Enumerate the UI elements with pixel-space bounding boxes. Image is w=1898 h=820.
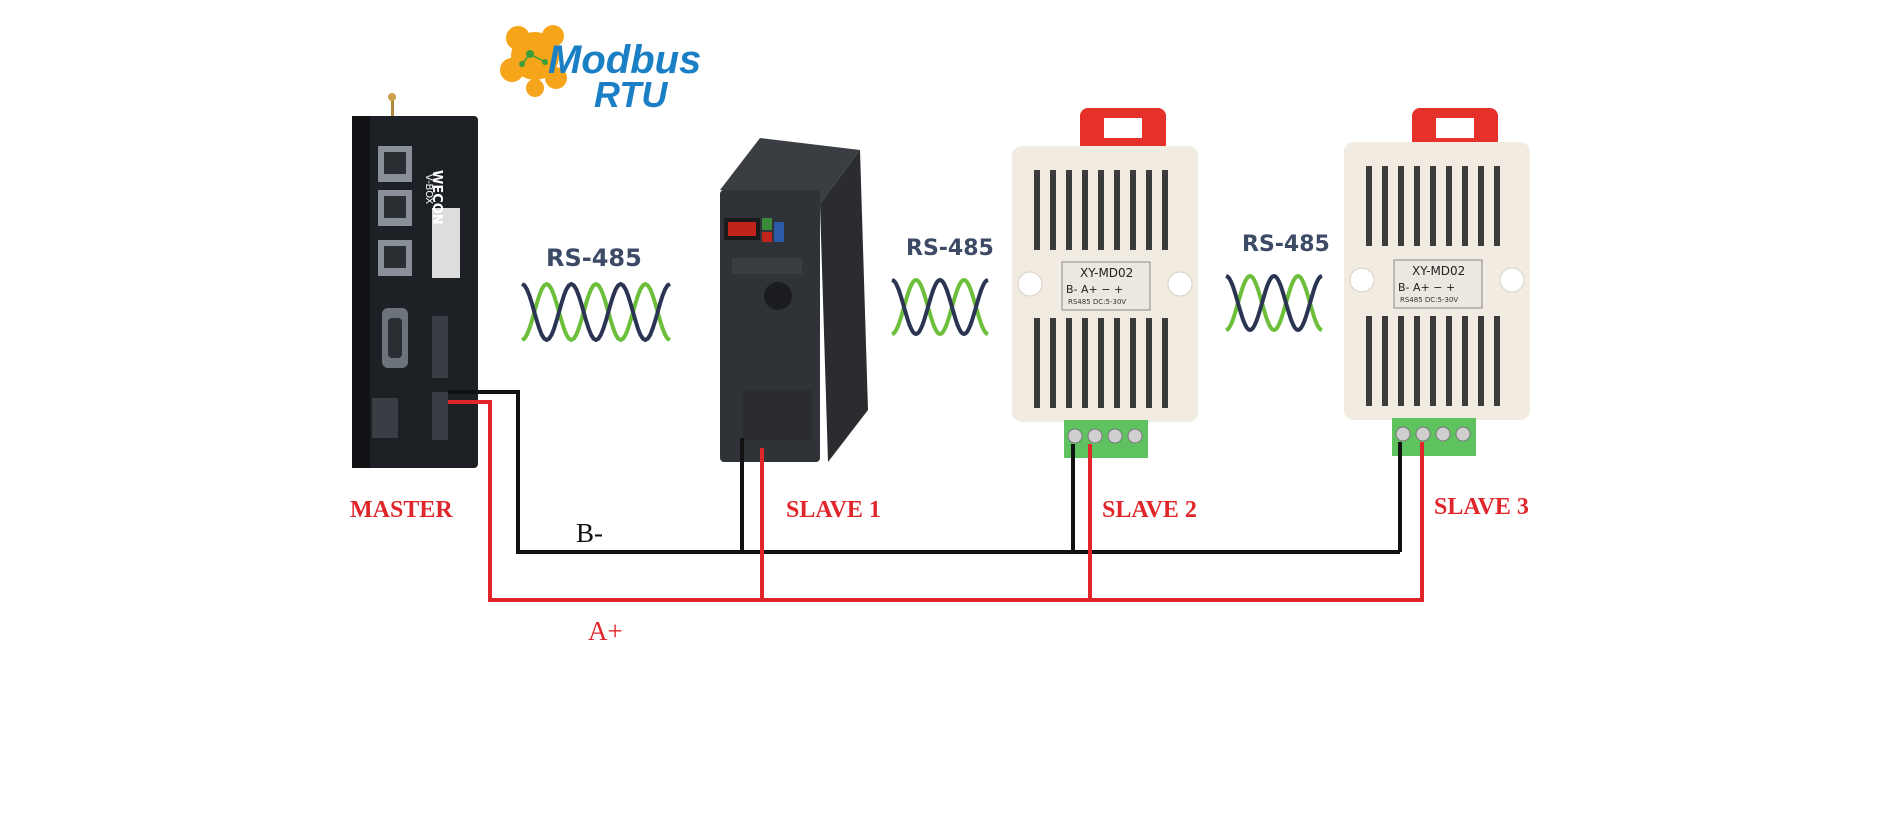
twisted-pair-icon-1	[521, 281, 671, 343]
master-device-icon	[352, 93, 478, 468]
slave3-terminals: B- A+ − +	[1398, 281, 1456, 294]
twisted-pair-icon-3	[1225, 273, 1323, 333]
slave3-label: SLAVE 3	[1434, 494, 1529, 520]
b-minus-bus	[448, 390, 1402, 554]
slave3-sensor-icon	[1344, 108, 1530, 456]
logo-line2: RTU	[594, 74, 668, 115]
rs485-label-3: RS-485	[1242, 232, 1330, 257]
slave1-label: SLAVE 1	[786, 497, 881, 523]
slave1-inverter-icon	[720, 138, 868, 462]
b-minus-label: B-	[576, 518, 603, 548]
slave2-sensor-icon	[1012, 108, 1198, 458]
twisted-pair-icon-2	[891, 277, 989, 337]
master-label: MASTER	[350, 497, 453, 523]
twisted-wire-strand	[1225, 273, 1323, 333]
twisted-wire-strand	[891, 277, 989, 337]
a-plus-bus	[448, 400, 1424, 602]
rs485-label-2: RS-485	[906, 236, 994, 261]
a-plus-label: A+	[588, 616, 623, 646]
modbus-logo-icon	[500, 25, 567, 97]
logo-line1: Modbus	[548, 38, 702, 82]
slave2-terminals: B- A+ − +	[1066, 283, 1124, 296]
rs485-label-1: RS-485	[546, 244, 642, 272]
slave2-label: SLAVE 2	[1102, 497, 1197, 523]
master-model: V-BOX	[423, 174, 434, 205]
twisted-wire-strand	[521, 281, 671, 343]
twisted-wire-strand	[521, 281, 671, 343]
twisted-wire-strand	[891, 277, 989, 337]
slave3-model: XY-MD02	[1412, 264, 1466, 278]
slave2-model: XY-MD02	[1080, 266, 1134, 280]
slave3-sub: RS485 DC:5-30V	[1400, 296, 1459, 304]
slave2-sub: RS485 DC:5-30V	[1068, 298, 1127, 306]
twisted-wire-strand	[1225, 273, 1323, 333]
